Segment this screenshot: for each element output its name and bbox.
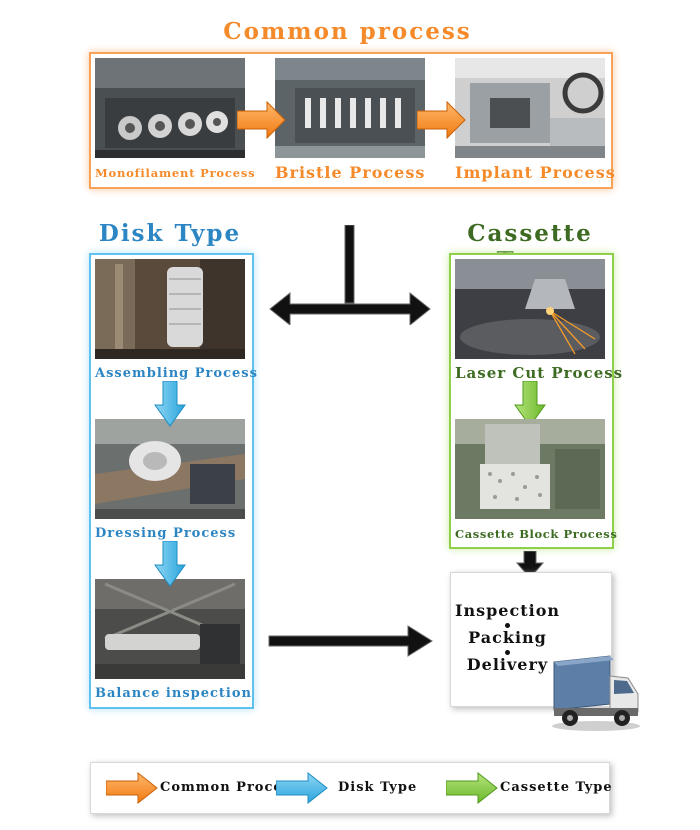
assembling-photo [95,259,245,359]
balance-caption: Balance inspection [95,686,252,701]
monofilament-caption: Monofilament Process [95,166,256,180]
disk-to-final-arrow [268,625,433,657]
dressing-caption: Dressing Process [95,526,237,541]
final-line-delivery: Delivery [466,655,549,674]
laser-cut-caption: Laser Cut Process [455,364,624,382]
monofilament-photo [95,58,245,158]
common-process-title: Common process [223,18,472,45]
implant-photo [455,58,605,158]
dressing-photo [95,419,245,519]
legend-cassette-arrow-icon [446,772,498,804]
final-line-packing: Packing [468,628,547,647]
cassette-block-photo [455,419,605,519]
cassette-type-title: Cassette Type [467,220,593,274]
final-line-inspection: Inspection [454,601,560,620]
legend-common-label: Common Process [160,780,300,795]
bristle-caption: Bristle Process [275,163,426,182]
cassette-to-final-arrow [516,551,544,579]
legend-box [90,762,610,814]
final-dot-1 [505,623,510,628]
orange-arrow-2 [417,100,466,140]
disk-type-title: Disk Type [98,220,242,247]
blue-arrow-1 [154,381,186,427]
delivery-truck-icon [552,655,640,731]
green-arrow [514,381,546,427]
implant-caption: Implant Process [455,163,616,182]
legend-cassette-label: Cassette Type [500,780,613,795]
legend-disk-label: Disk Type [338,780,418,795]
legend-common-arrow-icon [106,772,158,804]
split-arrow [269,225,431,325]
bristle-photo [275,58,425,158]
cassette-block-caption: Cassette Block Process [455,527,618,541]
assembling-caption: Assembling Process [95,366,258,381]
final-dot-2 [505,650,510,655]
orange-arrow-1 [237,100,286,140]
legend-disk-arrow-icon [276,772,328,804]
balance-photo [95,579,245,679]
laser-cut-photo [455,259,605,359]
blue-arrow-2 [154,541,186,587]
